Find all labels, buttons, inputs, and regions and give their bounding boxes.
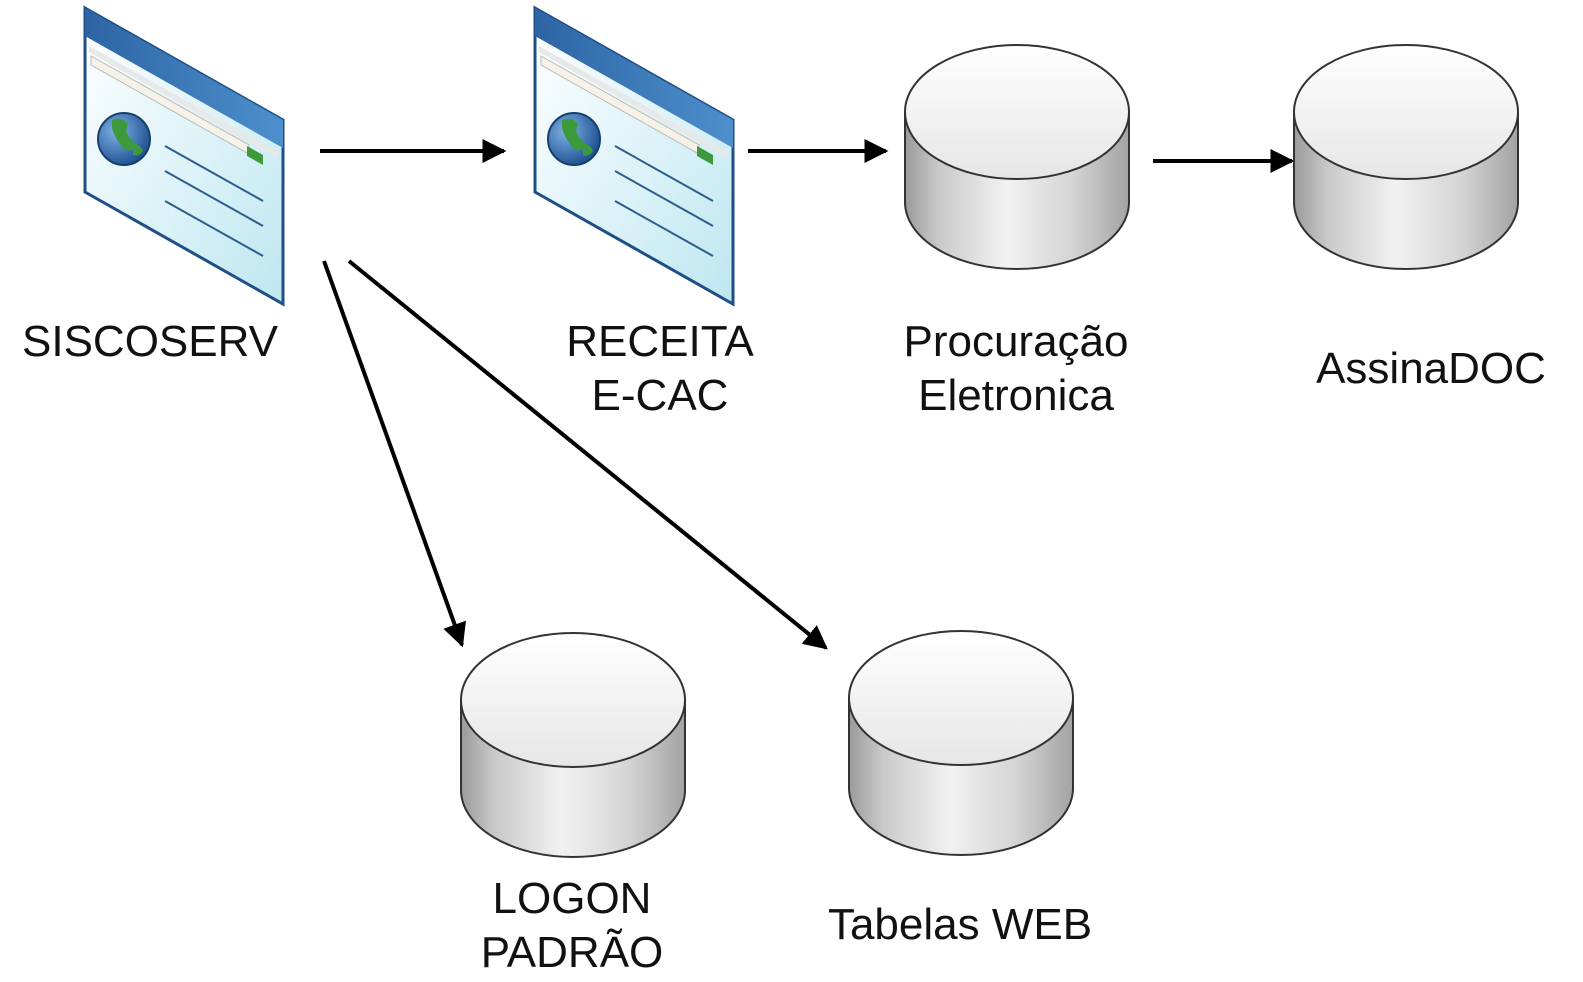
label-line: Eletronica xyxy=(918,371,1114,420)
database-icon-tabelas xyxy=(848,630,1074,856)
database-icon-procuracao xyxy=(904,44,1130,270)
edges xyxy=(320,139,1295,650)
label-line: RECEITA xyxy=(566,317,754,366)
edge-siscoserv-to-logon xyxy=(322,260,466,648)
node-label-logon: LOGON PADRÃO xyxy=(432,872,712,980)
label-line: E-CAC xyxy=(591,371,729,420)
label-line: PADRÃO xyxy=(480,928,664,977)
node-label-receita: RECEITA E-CAC xyxy=(520,315,800,423)
web-page-icon-siscoserv xyxy=(83,5,285,307)
label-line: Procuração xyxy=(903,317,1129,366)
node-label-procuracao: Procuração Eletronica xyxy=(876,315,1156,423)
web-page-icon-receita xyxy=(533,5,735,307)
label-line: LOGON xyxy=(492,874,652,923)
label-line: Tabelas WEB xyxy=(827,900,1093,949)
label-line: SISCOSERV xyxy=(22,317,278,366)
node-label-siscoserv: SISCOSERV xyxy=(10,315,290,369)
database-icon-logon xyxy=(460,632,686,858)
label-line: AssinaDOC xyxy=(1316,344,1546,393)
database-icon-assinadoc xyxy=(1293,44,1519,270)
edge-siscoserv-to-tabelas xyxy=(347,259,828,650)
node-label-tabelas: Tabelas WEB xyxy=(800,898,1120,952)
node-label-assinadoc: AssinaDOC xyxy=(1296,342,1566,396)
